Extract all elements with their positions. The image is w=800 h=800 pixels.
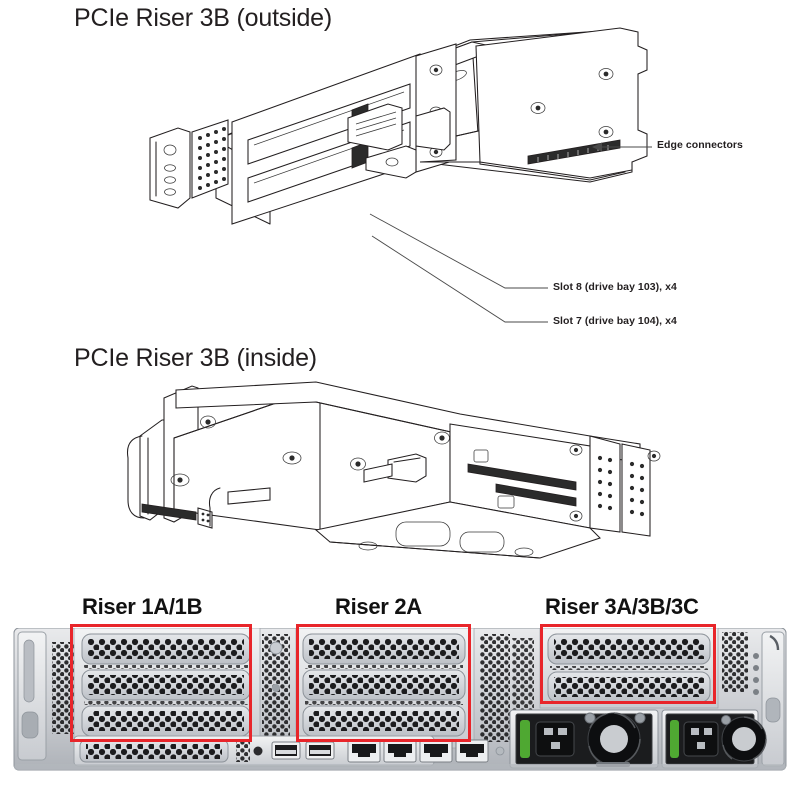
highlight-box-riser-3 [540,624,716,704]
server-rear-panel [0,627,800,778]
riser-bay-1 [73,627,261,749]
callout-slot-7: Slot 7 (drive bay 104), x4 [553,315,677,327]
section-title-outside: PCIe Riser 3B (outside) [74,4,332,32]
highlight-box-riser-2 [296,624,471,742]
riser-inside-linework [127,381,661,559]
riser-bay-3 [539,627,719,709]
io-port-strip [73,735,569,767]
riser-label-1: Riser 1A/1B [82,594,203,619]
ethernet-ports [347,739,489,763]
riser-label-2: Riser 2A [335,594,422,619]
power-supply-1 [509,709,659,769]
usb-ports [271,741,335,760]
callout-edge-connectors: Edge connectors [657,139,743,151]
figure-riser-3b-inside [120,380,680,570]
highlight-box-riser-1 [70,624,252,742]
figure-riser-3b-outside [120,12,680,282]
power-supply-2 [661,709,767,769]
rear-panel-graphic [13,627,787,771]
riser-label-3: Riser 3A/3B/3C [545,594,699,619]
section-title-inside: PCIe Riser 3B (inside) [74,344,317,372]
callout-slot-8: Slot 8 (drive bay 103), x4 [553,281,677,293]
riser-outside-linework [149,27,648,225]
riser-bay-2 [295,627,475,749]
